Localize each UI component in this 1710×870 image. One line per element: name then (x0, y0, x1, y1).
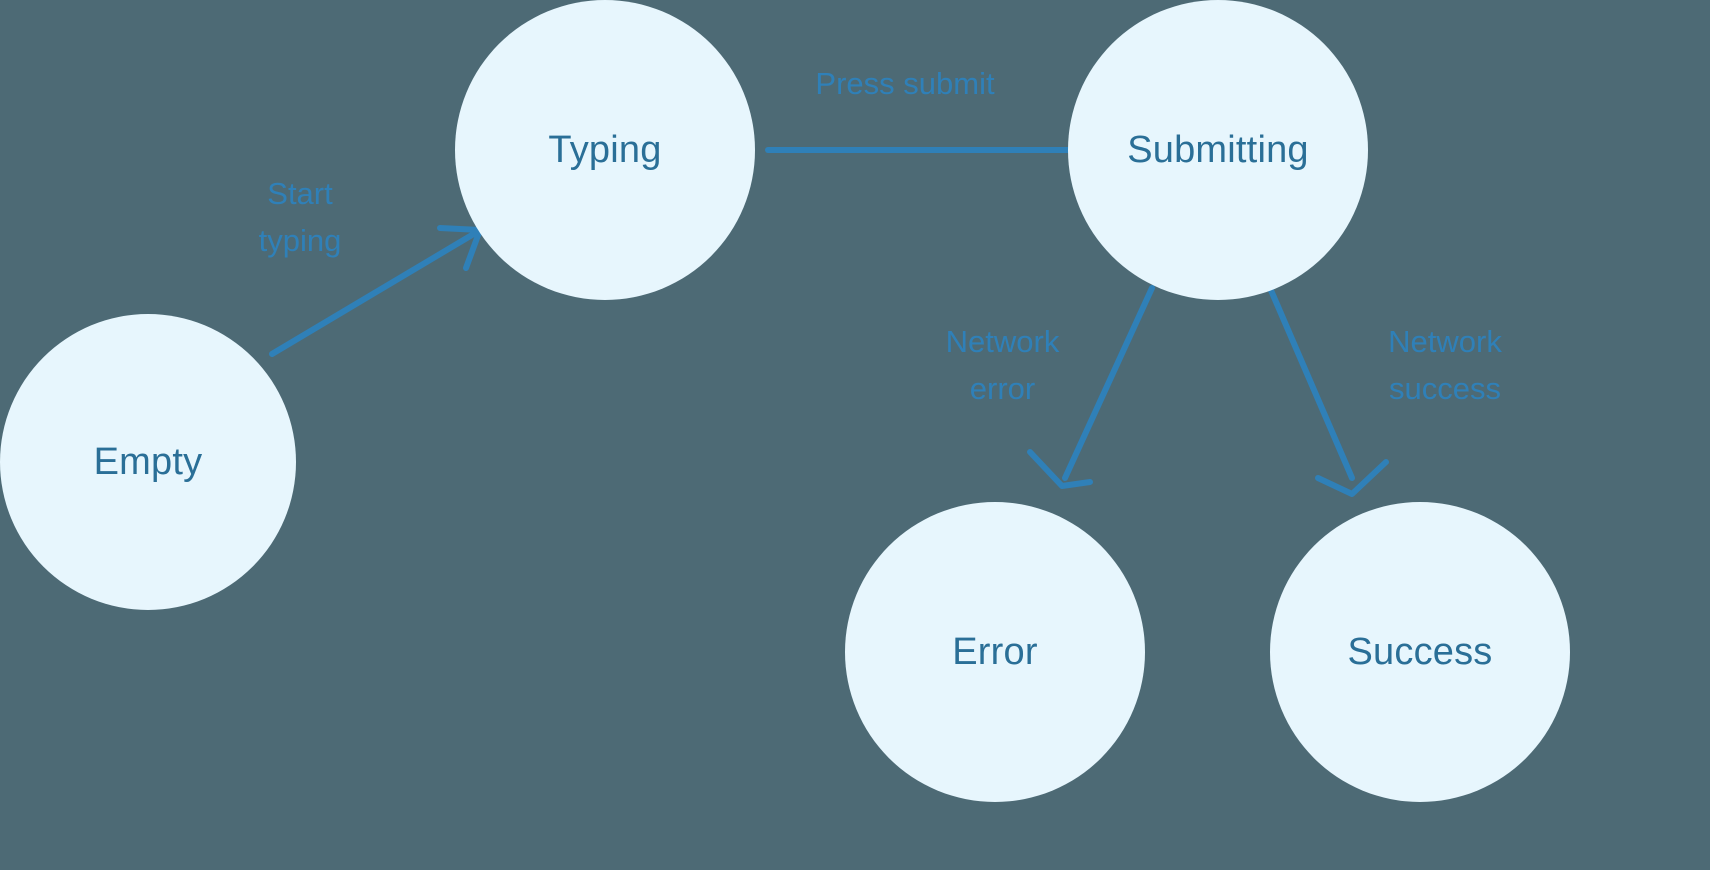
state-node-success-label: Success (1347, 631, 1493, 673)
state-node-typing-label: Typing (548, 129, 662, 171)
edge-label-press-submit: Press submit (815, 66, 995, 101)
state-node-submitting[interactable]: Submitting (1068, 0, 1368, 300)
edge-typing-to-submitting (765, 119, 1119, 181)
state-node-typing[interactable]: Typing (455, 0, 755, 300)
edge-submitting-to-error (1027, 285, 1155, 489)
edge-label-start-typing: Start typing (258, 176, 342, 259)
state-node-success[interactable]: Success (1270, 502, 1570, 802)
state-node-error-label: Error (952, 631, 1038, 673)
edge-label-network-success: Network success (1388, 324, 1502, 407)
edge-label-network-error: Network error (945, 324, 1060, 407)
state-node-empty[interactable]: Empty (0, 314, 296, 610)
state-node-empty-label: Empty (93, 441, 203, 483)
state-node-error[interactable]: Error (845, 502, 1145, 802)
edge-submitting-to-success (1267, 285, 1389, 497)
state-node-submitting-label: Submitting (1127, 129, 1309, 171)
